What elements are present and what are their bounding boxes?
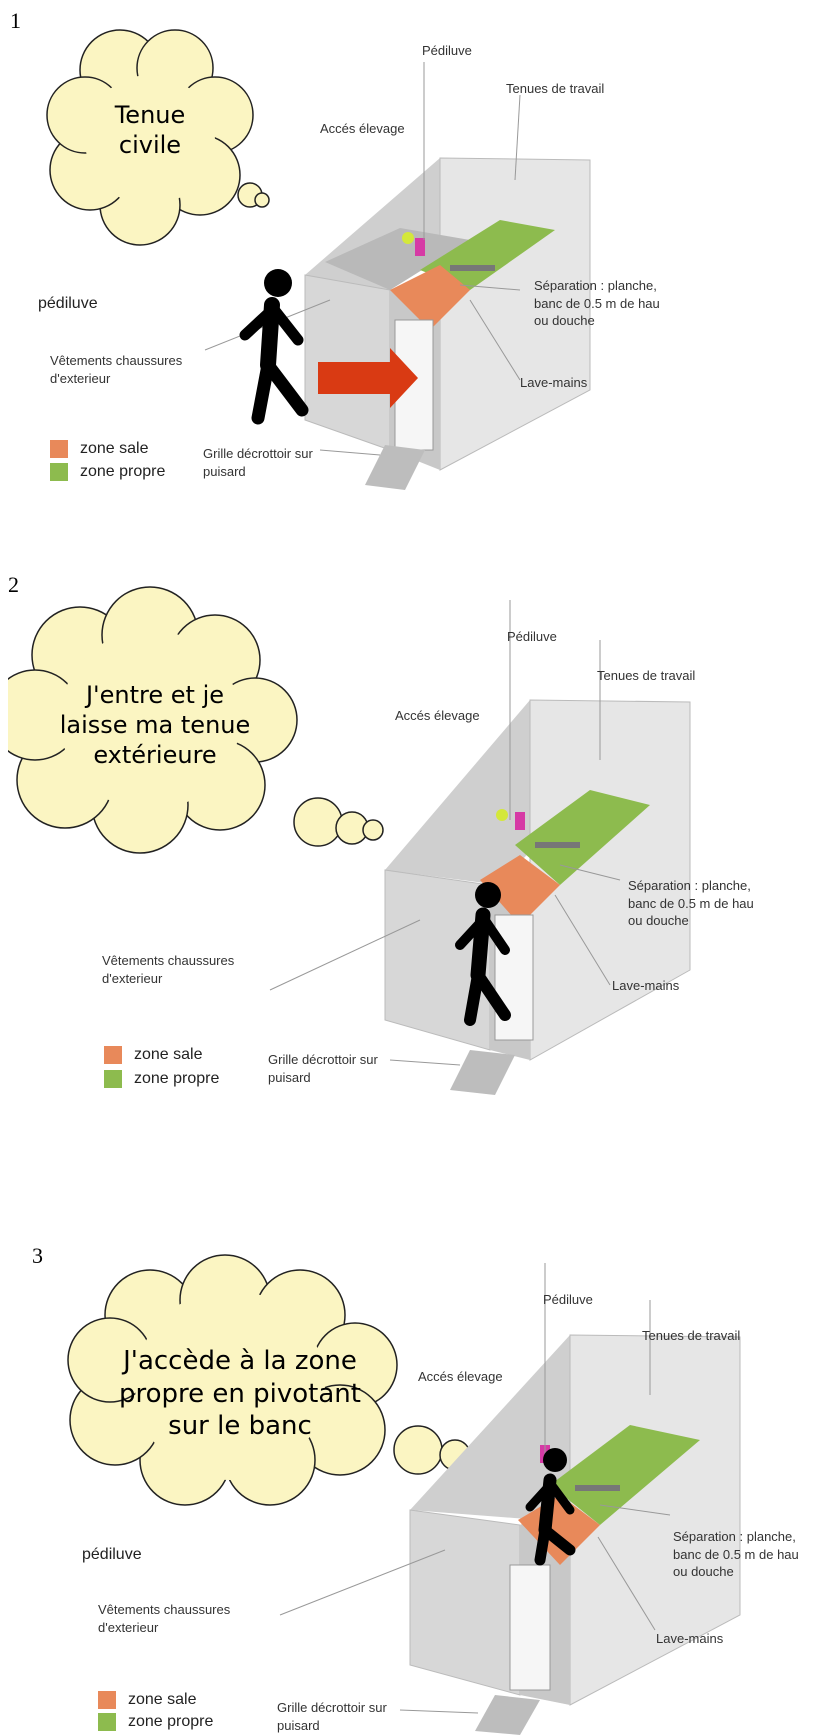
label-acces: Accés élevage <box>418 1369 503 1384</box>
panel-3-illustration <box>67 1254 741 1735</box>
panel-number: 1 <box>10 8 21 33</box>
pediluve-marker <box>515 812 525 830</box>
panel-2: 2 J'entre et je laisse ma tenue extérieu… <box>0 572 835 1140</box>
cloud-text: J'entre et je laisse ma tenue extérieure <box>59 681 251 769</box>
person-icon <box>525 1448 576 1566</box>
label-separation: Séparation : planche, banc de 0.5 m de h… <box>628 878 754 929</box>
label-acces: Accés élevage <box>320 121 405 136</box>
callout-lines <box>269 600 621 1066</box>
label-lave-mains: Lave-mains <box>656 1631 724 1646</box>
building-3d <box>409 1334 741 1735</box>
label-tenues: Tenues de travail <box>597 668 696 683</box>
grille-decrottoir <box>475 1695 540 1735</box>
panel-number: 2 <box>8 572 19 597</box>
panel-3: 3 J'accède à la zone propre en pivotant … <box>0 1243 835 1736</box>
panel-1-illustration <box>46 29 591 490</box>
legend-zone-sale: zone sale <box>98 1691 197 1709</box>
label-grille: Grille décrottoir sur puisard <box>203 446 313 479</box>
swatch-zone-sale <box>104 1046 122 1064</box>
label-acces: Accés élevage <box>395 708 480 723</box>
callout-lines <box>204 62 521 456</box>
panel-2-illustration <box>0 580 691 1095</box>
panel-number: 3 <box>32 1243 43 1268</box>
person-icon <box>455 882 511 1026</box>
cloud-clip <box>0 580 8 880</box>
label-vetements: Vêtements chaussures d'exterieur <box>98 1602 231 1635</box>
label-vetements: Vêtements chaussures d'exterieur <box>102 953 235 986</box>
cloud-text: Tenue civile <box>114 101 186 159</box>
label-tenues: Tenues de travail <box>642 1328 741 1343</box>
swatch-zone-propre <box>104 1070 122 1088</box>
label-grille: Grille décrottoir sur puisard <box>268 1052 378 1085</box>
label-pediluve: Pédiluve <box>543 1292 593 1307</box>
grille-decrottoir <box>450 1050 515 1095</box>
thought-cloud <box>46 29 270 246</box>
legend-label: zone propre <box>128 1713 214 1730</box>
label-separation: Séparation : planche, banc de 0.5 m de h… <box>534 278 660 329</box>
legend-label: zone sale <box>134 1046 203 1063</box>
label-grille: Grille décrottoir sur puisard <box>277 1700 387 1733</box>
legend-zone-sale: zone sale <box>50 440 149 458</box>
legend-zone-propre: zone propre <box>104 1070 219 1088</box>
cloud-text: J'accède à la zone propre en pivotant su… <box>119 1346 361 1441</box>
label-pediluve-side: pédiluve <box>82 1546 142 1563</box>
legend-label: zone sale <box>128 1691 197 1708</box>
thought-cloud <box>67 1254 488 1506</box>
label-pediluve: Pédiluve <box>507 629 557 644</box>
legend-label: zone sale <box>80 440 149 457</box>
legend-zone-propre: zone propre <box>98 1713 213 1731</box>
swatch-zone-propre <box>98 1713 116 1731</box>
building-3d <box>384 699 691 1095</box>
label-tenues: Tenues de travail <box>506 81 605 96</box>
panel-1: 1 Tenue civile Pédiluve Tenues de travai… <box>0 0 835 500</box>
legend-label: zone propre <box>134 1070 220 1087</box>
swatch-zone-sale <box>50 440 68 458</box>
label-lave-mains: Lave-mains <box>612 978 680 993</box>
pediluve-marker <box>415 238 425 256</box>
legend-label: zone propre <box>80 463 166 480</box>
swatch-zone-sale <box>98 1691 116 1709</box>
swatch-zone-propre <box>50 463 68 481</box>
direction-arrow <box>318 348 418 408</box>
grille-decrottoir <box>365 445 425 490</box>
label-separation: Séparation : planche, banc de 0.5 m de h… <box>673 1529 799 1580</box>
building-3d <box>304 157 591 490</box>
label-lave-mains: Lave-mains <box>520 375 588 390</box>
legend-zone-sale: zone sale <box>104 1046 203 1064</box>
label-pediluve: Pédiluve <box>422 43 472 58</box>
label-vetements: Vêtements chaussures d'exterieur <box>50 353 183 386</box>
callout-lines <box>279 1263 671 1714</box>
label-pediluve-side: pédiluve <box>38 295 98 312</box>
person-icon <box>239 269 309 425</box>
legend-zone-propre: zone propre <box>50 463 165 481</box>
thought-cloud <box>0 586 384 854</box>
